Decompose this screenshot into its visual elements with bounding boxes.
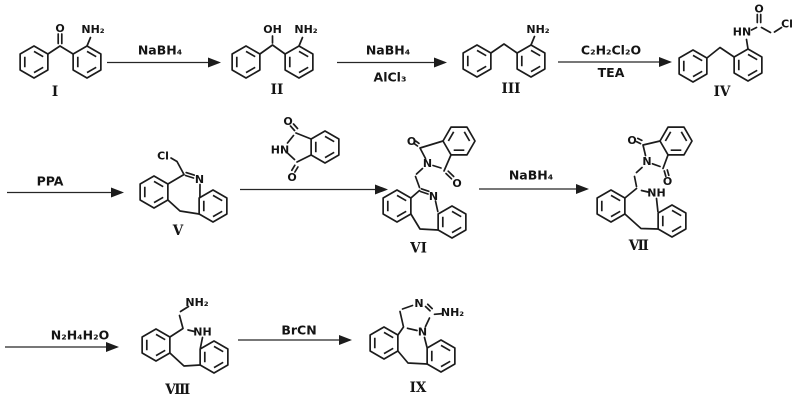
structure-VIII: NH₂ NH VIII bbox=[141, 296, 229, 398]
reagent-above: NaBH₄ bbox=[138, 43, 182, 58]
benzene-ring bbox=[438, 119, 480, 163]
benzene-ring bbox=[655, 119, 697, 163]
bonds bbox=[169, 305, 204, 367]
benzene-ring bbox=[231, 45, 261, 79]
atom-label-o: O bbox=[287, 171, 296, 184]
atom-label-o: O bbox=[754, 3, 763, 16]
benzene-ring bbox=[198, 189, 228, 223]
atom-label-o: O bbox=[452, 177, 461, 190]
atom-label-n: N bbox=[429, 190, 438, 203]
benzene-ring bbox=[199, 340, 229, 374]
atom-label-nh2: NH₂ bbox=[526, 23, 549, 36]
structure-VII: O N O NH VII bbox=[596, 119, 697, 254]
atom-label-cl: Cl bbox=[781, 18, 793, 31]
benzene-ring bbox=[284, 45, 314, 79]
reagent-structure-phthalimide: O HN O bbox=[271, 115, 340, 184]
arrow-step-8: BrCN bbox=[238, 323, 352, 345]
atom-label-hn: HN bbox=[733, 26, 751, 39]
structure-I: O NH₂ I bbox=[19, 22, 105, 100]
atom-label-nh2: NH₂ bbox=[81, 23, 104, 36]
compound-label-viii: VIII bbox=[164, 382, 190, 398]
arrow-step-4: PPA bbox=[7, 174, 124, 198]
arrow-step-7: N₂H₄H₂O bbox=[5, 328, 119, 352]
arrow-step-1: NaBH₄ bbox=[107, 43, 221, 68]
structure-IX: N NH₂ N IX bbox=[369, 297, 464, 396]
atom-label-o: O bbox=[663, 175, 672, 188]
atom-label-o: O bbox=[627, 134, 636, 147]
compound-label-iii: III bbox=[502, 81, 521, 97]
benzene-ring bbox=[462, 44, 492, 78]
bonds bbox=[259, 35, 304, 55]
benzene-ring bbox=[678, 49, 708, 83]
benzene-ring bbox=[72, 45, 102, 79]
atom-label-n: N bbox=[195, 173, 204, 186]
compound-label-i: I bbox=[52, 84, 58, 100]
reagent-above: BrCN bbox=[281, 323, 316, 338]
atom-label-nh: NH bbox=[193, 326, 211, 339]
benzene-ring bbox=[596, 189, 626, 223]
structure-VI: O N O N VI bbox=[382, 119, 480, 257]
structure-II: OH NH₂ II bbox=[231, 23, 318, 98]
structure-III: NH₂ III bbox=[462, 23, 550, 97]
structure-V: Cl N V bbox=[139, 150, 228, 239]
bonds bbox=[706, 13, 783, 59]
benzene-ring bbox=[310, 130, 340, 164]
atom-label-nh: NH bbox=[647, 187, 665, 200]
bonds bbox=[410, 140, 455, 231]
atom-label-n: N bbox=[414, 297, 423, 310]
atom-label-n: N bbox=[642, 155, 651, 168]
bonds bbox=[167, 157, 201, 215]
benzene-ring bbox=[733, 48, 763, 82]
atom-label-o: O bbox=[55, 22, 64, 35]
compound-label-iv: IV bbox=[714, 84, 731, 100]
compound-label-ii: II bbox=[271, 82, 284, 98]
reagent-above: NaBH₄ bbox=[366, 43, 410, 58]
bonds bbox=[47, 33, 92, 55]
benzene-ring bbox=[516, 44, 546, 78]
compound-label-v: V bbox=[172, 223, 184, 239]
benzene-ring bbox=[369, 326, 399, 360]
benzene-ring bbox=[382, 189, 412, 223]
benzene-ring bbox=[141, 328, 171, 362]
compound-label-vi: VI bbox=[409, 241, 427, 257]
atom-label-o: O bbox=[407, 135, 416, 148]
atom-label-cl: Cl bbox=[157, 150, 169, 163]
atom-label-nh2: NH₂ bbox=[441, 306, 464, 319]
reagent-below: AlCl₃ bbox=[374, 70, 407, 85]
benzene-ring bbox=[657, 204, 687, 238]
atom-label-nh2: NH₂ bbox=[294, 23, 317, 36]
reagent-above: C₂H₂Cl₂O bbox=[581, 43, 641, 58]
benzene-ring bbox=[437, 205, 467, 239]
reagent-below: TEA bbox=[598, 65, 625, 80]
atom-label-nh2: NH₂ bbox=[185, 296, 208, 309]
bonds bbox=[490, 35, 536, 54]
reagent-above: PPA bbox=[37, 174, 64, 189]
reagent-above: N₂H₄H₂O bbox=[51, 328, 109, 343]
atom-label-o: O bbox=[283, 115, 292, 128]
benzene-ring bbox=[139, 175, 169, 209]
bonds bbox=[397, 303, 444, 365]
arrow-step-6: NaBH₄ bbox=[479, 168, 589, 194]
structure-IV: HN O Cl IV bbox=[678, 3, 793, 100]
benzene-ring bbox=[426, 339, 456, 373]
bonds bbox=[624, 137, 670, 230]
reagent-above: NaBH₄ bbox=[509, 168, 553, 183]
compound-label-ix: IX bbox=[410, 380, 427, 396]
arrow-step-3: C₂H₂Cl₂O TEA bbox=[558, 43, 672, 80]
benzene-ring bbox=[19, 45, 49, 79]
compound-label-vii: VII bbox=[628, 238, 649, 254]
atom-label-n: N bbox=[423, 157, 432, 170]
atom-label-n: N bbox=[418, 326, 427, 339]
atom-label-oh: OH bbox=[263, 23, 282, 36]
arrow-step-2: NaBH₄ AlCl₃ bbox=[337, 43, 447, 85]
bonds bbox=[286, 123, 312, 173]
atom-label-hn: HN bbox=[271, 144, 289, 157]
